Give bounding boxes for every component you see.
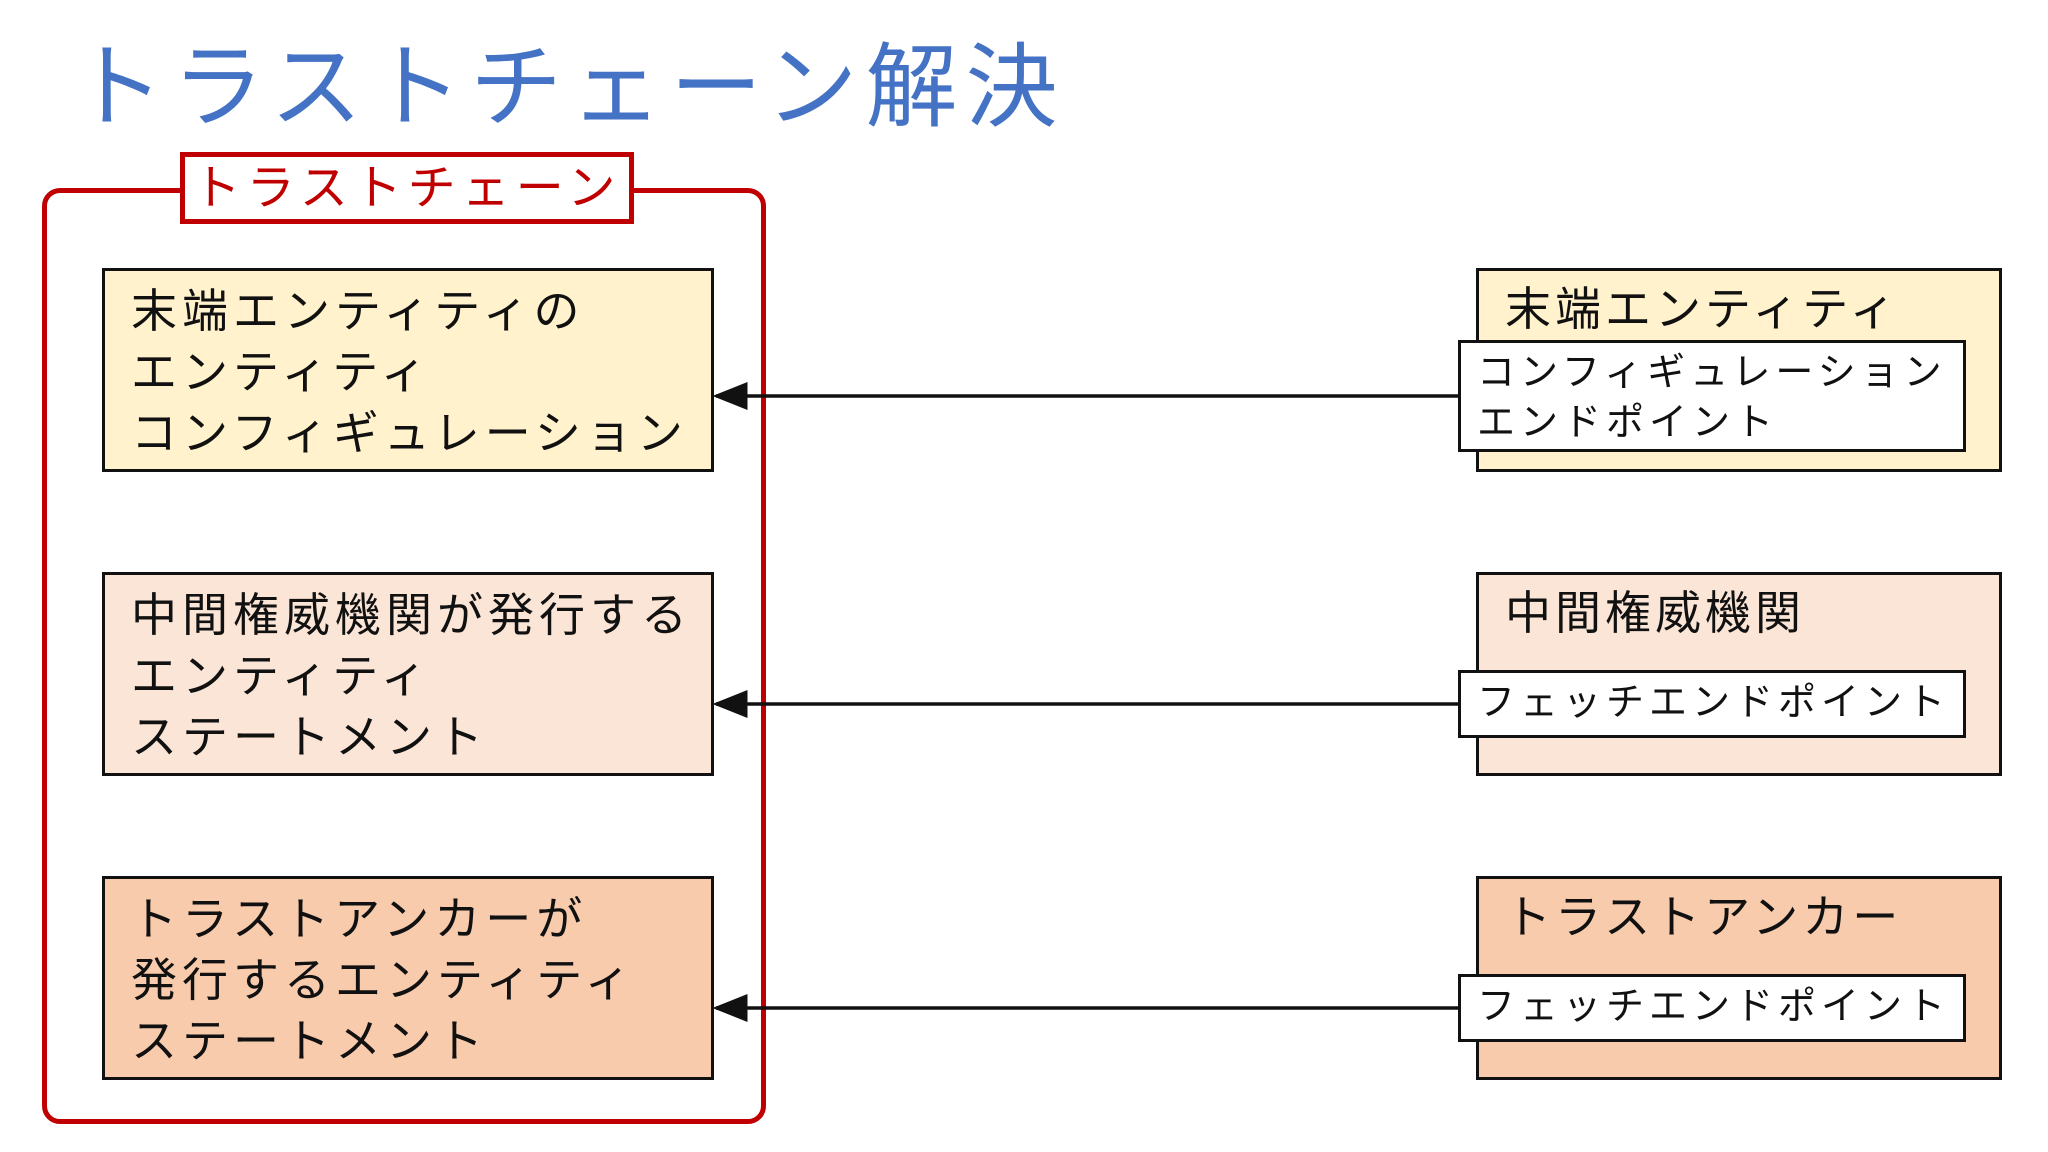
chain-item-line: トラストアンカーが <box>131 892 588 946</box>
chain-item-line: 中間権威機関が発行する <box>131 588 692 642</box>
page-title: トラストチェーン解決 <box>72 34 1066 141</box>
trust-chain-label: トラストチェーン <box>180 152 634 224</box>
entity-intermediate-fetch-endpoint: フェッチエンドポイント <box>1458 670 1966 738</box>
chain-item-anchor-statement: トラストアンカーが 発行するエンティティ ステートメント <box>102 876 714 1080</box>
entity-leaf-configuration-endpoint: コンフィギュレーション エンドポイント <box>1458 340 1966 452</box>
entity-name: 中間権威機関 <box>1505 586 1805 640</box>
chain-item-line: エンティティ <box>131 649 432 703</box>
entity-anchor-fetch-endpoint: フェッチエンドポイント <box>1458 974 1966 1042</box>
chain-item-line: コンフィギュレーション <box>131 406 688 460</box>
entity-name: トラストアンカー <box>1505 890 1903 944</box>
chain-item-line: ステートメント <box>131 710 488 764</box>
endpoint-line: フェッチエンドポイント <box>1477 680 1951 724</box>
chain-item-line: ステートメント <box>131 1014 488 1068</box>
endpoint-line: コンフィギュレーション <box>1477 350 1947 394</box>
endpoint-line: フェッチエンドポイント <box>1477 984 1951 1028</box>
chain-item-leaf-configuration: 末端エンティティの エンティティ コンフィギュレーション <box>102 268 714 472</box>
entity-name: 末端エンティティ <box>1505 282 1900 336</box>
chain-item-line: 末端エンティティの <box>131 284 585 338</box>
endpoint-line: エンドポイント <box>1477 400 1779 444</box>
chain-item-line: エンティティ <box>131 345 432 399</box>
chain-item-line: 発行するエンティティ <box>131 953 636 1007</box>
chain-item-intermediate-statement: 中間権威機関が発行する エンティティ ステートメント <box>102 572 714 776</box>
